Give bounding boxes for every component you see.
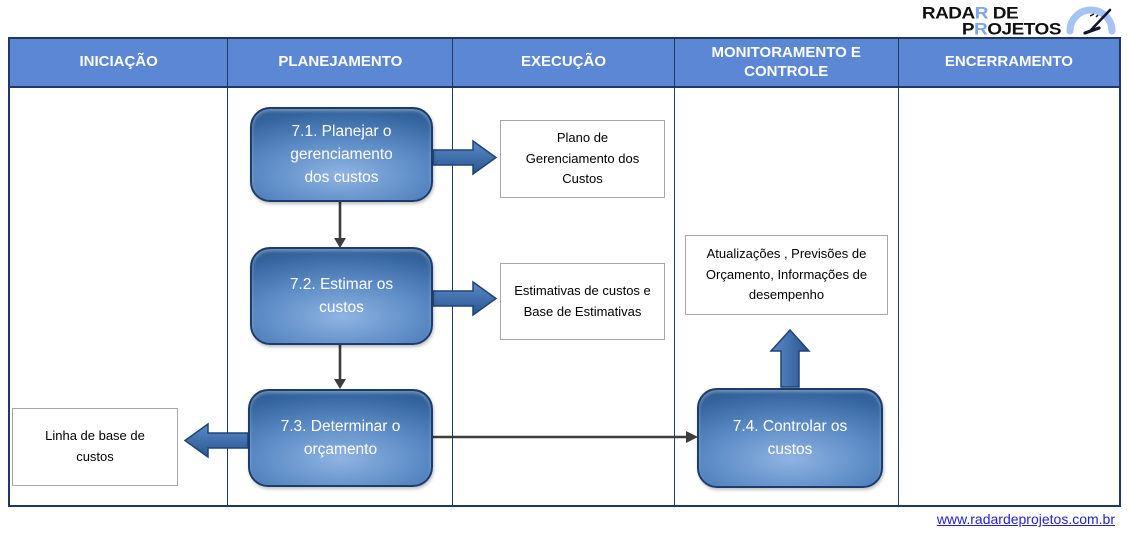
website-link[interactable]: www.radardeprojetos.com.br	[936, 511, 1115, 527]
process-box-7-2-label: 7.2. Estimar os custos	[289, 275, 394, 316]
connector-7-1-to-7-2	[334, 200, 346, 248]
thick-arrow-7-3-to-linha-de-base	[183, 422, 249, 459]
artifact-box-plano-label: Plano de Gerenciamento dos Custos	[525, 129, 640, 187]
thick-arrow-7-2-to-estimativas	[432, 280, 498, 317]
logo: RADAR DE PROJETOS	[922, 3, 1117, 38]
lane-execucao	[453, 88, 675, 505]
artifact-box-linha-label: Linha de base de custos	[45, 428, 145, 464]
artifact-box-atualizacoes: Atualizações , Previsões de Orçamento, I…	[685, 235, 888, 315]
logo-line-1: RADAR DE	[921, 4, 1019, 23]
artifact-box-estimativas-label: Estimativas de custos e Base de Estimati…	[514, 282, 651, 319]
process-box-7-3-label: 7.3. Determinar o orçamento	[280, 417, 401, 458]
lane-iniciacao	[10, 88, 229, 505]
artifact-box-plano-gerenciamento: Plano de Gerenciamento dos Custos	[500, 120, 665, 198]
artifact-box-linha-de-base: Linha de base de custos	[12, 408, 178, 486]
lane-header-row: INICIAÇÃO PLANEJAMENTO EXECUÇÃO MONITORA…	[10, 39, 1119, 88]
process-box-7-1: 7.1. Planejar o gerenciamento dos custos	[250, 107, 433, 202]
artifact-box-estimativas: Estimativas de custos e Base de Estimati…	[500, 263, 665, 340]
lane-encerramento	[899, 88, 1119, 505]
process-box-7-3: 7.3. Determinar o orçamento	[248, 389, 433, 487]
logo-line-2: PROJETOS	[961, 19, 1062, 39]
artifact-box-atualizacoes-label: Atualizações , Previsões de Orçamento, I…	[705, 245, 868, 303]
thick-arrow-7-4-to-atualizacoes	[769, 328, 811, 388]
lane-header-monitoramento: MONITORAMENTO E CONTROLE	[675, 39, 899, 86]
process-box-7-2: 7.2. Estimar os custos	[250, 247, 433, 345]
lane-header-execucao: EXECUÇÃO	[453, 39, 675, 86]
lane-header-planejamento: PLANEJAMENTO	[228, 39, 454, 86]
lane-header-iniciacao: INICIAÇÃO	[10, 39, 229, 86]
process-box-7-4: 7.4. Controlar os custos	[697, 388, 883, 488]
lane-header-encerramento: ENCERRAMENTO	[944, 53, 1073, 71]
connector-7-2-to-7-3	[334, 345, 346, 389]
gauge-icon	[1066, 6, 1116, 35]
connector-7-3-to-7-4	[433, 431, 698, 443]
process-box-7-1-label: 7.1. Planejar o gerenciamento dos custos	[290, 122, 393, 187]
logo-text: RADAR DE PROJETOS	[921, 3, 1062, 39]
process-box-7-4-label: 7.4. Controlar os custos	[732, 417, 848, 458]
lane-monitoramento	[675, 88, 899, 505]
thick-arrow-7-1-to-plano	[432, 139, 498, 176]
